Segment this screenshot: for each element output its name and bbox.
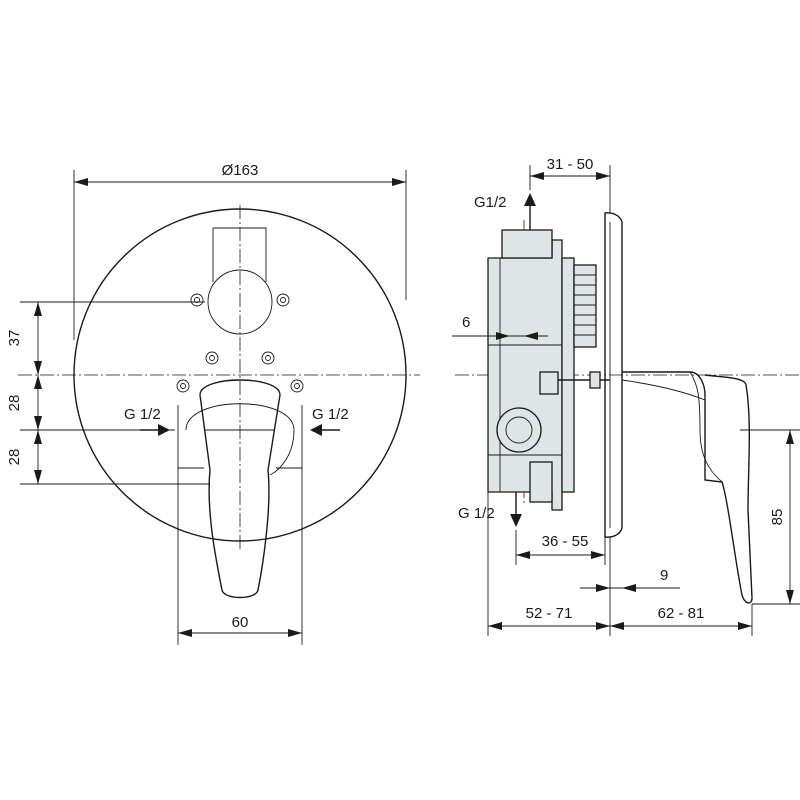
dim-9-label: 9 (660, 567, 668, 584)
spindle-collar (589, 371, 601, 389)
cover-plate-side (604, 212, 623, 538)
dim-28-lower-label: 28 (6, 449, 23, 466)
dim-28-upper-label: 28 (6, 395, 23, 412)
dim-85-arrow-top (786, 430, 794, 444)
lever-hub-outline (185, 403, 295, 476)
inlet-left-arrowhead (158, 424, 170, 436)
front-view: Ø163 37 28 28 G 1/2 G 1/2 60 (6, 162, 420, 645)
dim-62-81-label: 62 - 81 (658, 605, 705, 622)
mounting-screw-holes (176, 293, 304, 393)
dim-62-81-arrow-right (738, 622, 752, 630)
dim-60-label: 60 (232, 614, 249, 631)
hidden-body-outline (212, 227, 267, 282)
dim-9-arrow-left (596, 584, 610, 592)
dim-6-arrow-right (524, 332, 538, 340)
dim-37-arrow-bot (34, 361, 42, 375)
outlet-port-inner (505, 416, 533, 444)
dim-163-arrow-left (74, 178, 88, 186)
dim-52-71-arrow-left (488, 622, 502, 630)
dim-36-55-arrow-left (516, 551, 530, 559)
dim-52-71-label: 52 - 71 (526, 605, 573, 622)
dim-60-arrow-left (178, 629, 192, 637)
body-mid-divider (488, 344, 562, 456)
dim-9-arrow-right (622, 584, 636, 592)
dim-36-55-label: 36 - 55 (542, 533, 589, 550)
outlet-top-label: G1/2 (474, 194, 507, 211)
dim-62-81-arrow-left (610, 622, 624, 630)
dim-6-label: 6 (462, 314, 470, 331)
dim-31-50-arrow-right (596, 172, 610, 180)
lever-handle-side (622, 371, 753, 604)
outlet-bottom-arrowhead (510, 514, 522, 527)
dim-85-label: 85 (769, 509, 786, 526)
dim-28b-arrow-top (34, 430, 42, 444)
body-right-plate (561, 257, 575, 493)
dim-28a-arrow-top (34, 375, 42, 389)
body-bottom-flange (529, 461, 553, 503)
dim-85-arrow-bot (786, 590, 794, 604)
lever-handle-side-detail (689, 371, 723, 483)
dim-28b-arrow-bot (34, 470, 42, 484)
dim-52-71-arrow-right (596, 622, 610, 630)
dim-6-arrow-left (496, 332, 510, 340)
body-top-flange (501, 229, 553, 259)
cover-plate-circle (73, 208, 407, 542)
dim-31-50-label: 31 - 50 (547, 156, 594, 173)
dim-31-50-arrow-left (530, 172, 544, 180)
inlet-left-label: G 1/2 (124, 406, 161, 423)
dim-163-arrow-right (392, 178, 406, 186)
dim-37-arrow-top (34, 302, 42, 316)
inlet-right-label: G 1/2 (312, 406, 349, 423)
lever-handle-front (199, 379, 281, 599)
side-view: G1/2 G 1/2 31 - 50 6 36 - 55 9 (452, 156, 800, 636)
hidden-valve-circle (207, 269, 273, 335)
dim-36-55-arrow-right (591, 551, 605, 559)
outlet-top-arrowhead (524, 193, 536, 206)
cartridge-thread (573, 264, 597, 348)
inlet-right-arrowhead (310, 424, 322, 436)
dim-28a-arrow-bot (34, 416, 42, 430)
outlet-bottom-label: G 1/2 (458, 505, 495, 522)
spindle-nut (539, 371, 559, 395)
dim-163-label: Ø163 (222, 162, 259, 179)
escutcheon-cone (621, 379, 706, 401)
outlet-port (496, 407, 542, 453)
dim-60-arrow-right (288, 629, 302, 637)
cartridge-thread-lines (574, 274, 596, 336)
dim-37-label: 37 (6, 330, 23, 347)
